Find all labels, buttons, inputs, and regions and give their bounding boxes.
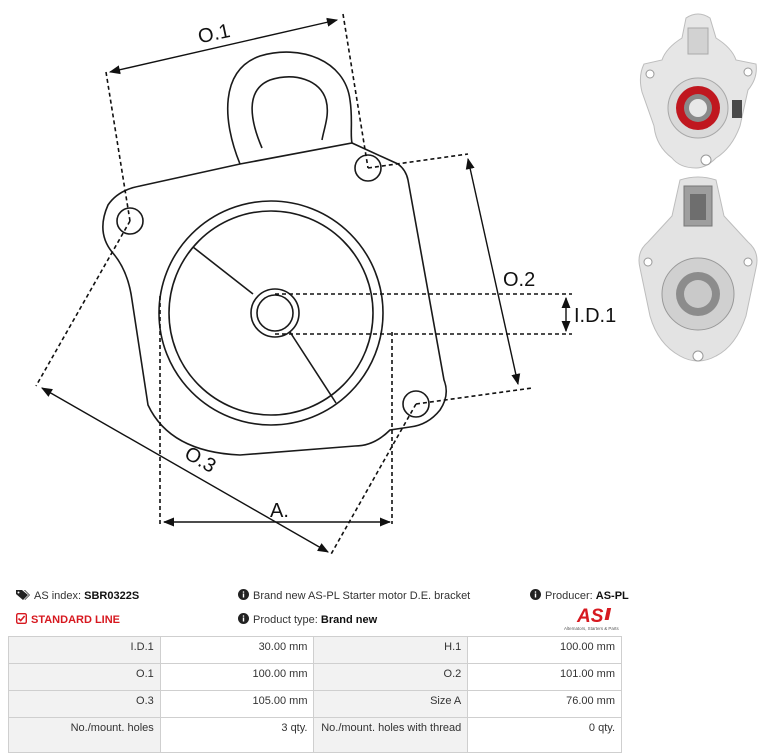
spec-name: No./mount. holes	[8, 717, 161, 753]
standard-line: STANDARD LINE	[16, 613, 120, 626]
tags-icon	[16, 590, 30, 600]
as-pl-logo: AS Alternators, Starters & Parts	[564, 606, 619, 631]
spec-value: 105.00 mm	[159, 690, 315, 718]
label-o3: O.3	[181, 442, 220, 477]
spec-name: I.D.1	[8, 636, 161, 664]
as-index: AS index: SBR0322S	[16, 589, 139, 602]
spec-name: H.1	[313, 636, 469, 664]
spec-value: 0 qty.	[467, 717, 622, 753]
product-type-label: Product type:	[253, 614, 318, 626]
spec-value: 76.00 mm	[467, 690, 622, 718]
label-a: A.	[270, 500, 289, 522]
producer-label: Producer:	[545, 590, 593, 602]
info-icon	[238, 613, 249, 624]
checkbox-icon	[16, 613, 27, 624]
spec-value: 3 qty.	[159, 717, 315, 753]
as-index-value: SBR0322S	[84, 590, 140, 602]
product-type: Product type: Brand new	[238, 613, 377, 626]
spec-name: O.1	[8, 663, 161, 691]
svg-text:AS: AS	[576, 606, 604, 627]
label-id1: I.D.1	[574, 305, 616, 327]
info-icon	[530, 589, 541, 600]
standard-line-text: STANDARD LINE	[31, 614, 121, 626]
spec-name: O.2	[313, 663, 469, 691]
label-o2: O.2	[503, 269, 535, 291]
spec-name: No./mount. holes with thread	[313, 717, 469, 753]
spec-value: 101.00 mm	[467, 663, 622, 691]
producer: Producer: AS-PL	[530, 589, 629, 602]
spec-value: 100.00 mm	[159, 663, 315, 691]
product-photo-rear	[638, 176, 758, 362]
spec-name: O.3	[8, 690, 161, 718]
svg-text:Alternators, Starters & Parts: Alternators, Starters & Parts	[564, 626, 619, 631]
product-photo-front	[639, 13, 757, 169]
description-text: Brand new AS-PL Starter motor D.E. brack…	[253, 590, 471, 602]
label-o1: O.1	[196, 20, 232, 48]
as-index-label: AS index:	[34, 590, 82, 602]
producer-value: AS-PL	[595, 590, 629, 602]
description: Brand new AS-PL Starter motor D.E. brack…	[238, 589, 470, 602]
info-icon	[238, 589, 249, 600]
product-type-value: Brand new	[320, 614, 378, 626]
spec-value: 30.00 mm	[159, 636, 315, 664]
spec-name: Size A	[313, 690, 469, 718]
technical-drawing: O.1 O.2 O.3 A. I.D.1	[35, 13, 616, 557]
spec-value: 100.00 mm	[467, 636, 622, 664]
